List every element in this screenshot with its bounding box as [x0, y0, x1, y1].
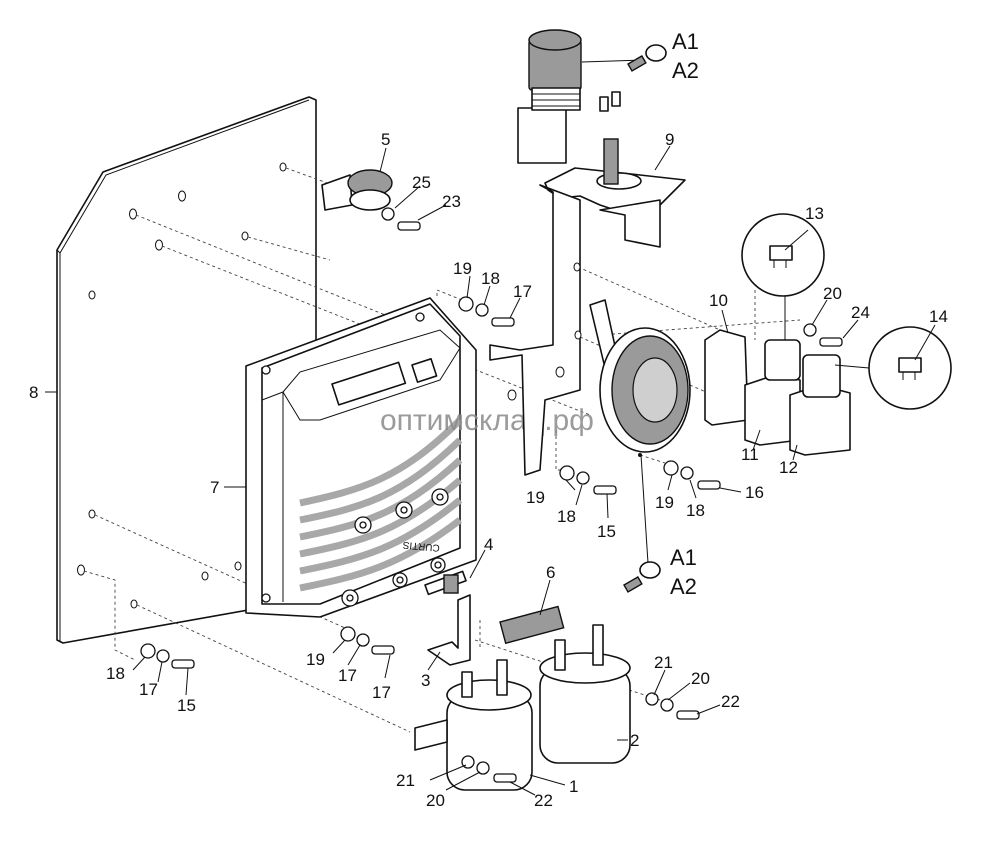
leader-lines	[45, 145, 936, 796]
callout-13: 13	[805, 204, 824, 223]
callout-22-bottom: 22	[534, 791, 553, 810]
callout-5: 5	[381, 130, 390, 149]
callout-19-lower: 19	[306, 650, 325, 669]
callout-15-left: 15	[177, 696, 196, 715]
callout-10: 10	[709, 291, 728, 310]
callout-6: 6	[546, 563, 555, 582]
callout-19-left: 18	[106, 664, 125, 683]
callout-21-right: 21	[654, 653, 673, 672]
callout-21-bottom: 21	[396, 771, 415, 790]
callout-2: 2	[630, 731, 639, 750]
wire-lugs	[581, 44, 667, 593]
emergency-switch	[517, 29, 621, 164]
callout-19-top: 19	[453, 259, 472, 278]
callout-19-right: 19	[655, 493, 674, 512]
callout-17-lower: 17	[372, 683, 391, 702]
callout-24: 24	[851, 303, 870, 322]
small-brackets-fuses	[424, 570, 565, 666]
motor-controller: CURTIS	[245, 297, 477, 618]
fuse-holders	[704, 329, 851, 456]
fasteners	[140, 207, 843, 783]
callout-17-top: 17	[513, 282, 532, 301]
callout-18-mid: 18	[557, 507, 576, 526]
callout-18-lower: 17	[338, 666, 357, 685]
callout-20-right: 20	[691, 669, 710, 688]
callout-20-bottom: 20	[426, 791, 445, 810]
watermark: оптимсклад.рф	[380, 404, 594, 437]
callout-4: 4	[484, 535, 493, 554]
callout-labels: 8 7 5 25 23 9 10 13 14 20 24 11 12 19 18…	[29, 29, 948, 810]
horn	[589, 299, 691, 457]
callout-20-top: 20	[823, 284, 842, 303]
callout-19-mid: 19	[526, 488, 545, 507]
switch-bracket	[489, 138, 686, 476]
callout-22-right: 22	[721, 692, 740, 711]
callout-18-top: 18	[481, 269, 500, 288]
callout-16: 16	[745, 483, 764, 502]
callout-1: 1	[569, 777, 578, 796]
wire-ref-a2-top: A2	[672, 58, 699, 83]
callout-14: 14	[929, 307, 948, 326]
callout-23: 23	[442, 192, 461, 211]
callout-25: 25	[412, 173, 431, 192]
callout-3: 3	[421, 671, 430, 690]
wire-ref-a2-bottom: A2	[670, 574, 697, 599]
callout-12: 12	[779, 458, 798, 477]
callout-7: 7	[210, 478, 219, 497]
callout-18-left: 17	[139, 680, 158, 699]
callout-18-right: 18	[686, 501, 705, 520]
callout-8: 8	[29, 383, 38, 402]
curtis-brand-text: CURTIS	[402, 539, 440, 553]
cable-clamp	[321, 169, 393, 211]
callout-11: 11	[741, 445, 759, 464]
wire-ref-a1-bottom: A1	[670, 545, 697, 570]
callout-15-mid: 15	[597, 522, 616, 541]
wire-ref-a1-top: A1	[672, 29, 699, 54]
callout-9: 9	[665, 130, 674, 149]
